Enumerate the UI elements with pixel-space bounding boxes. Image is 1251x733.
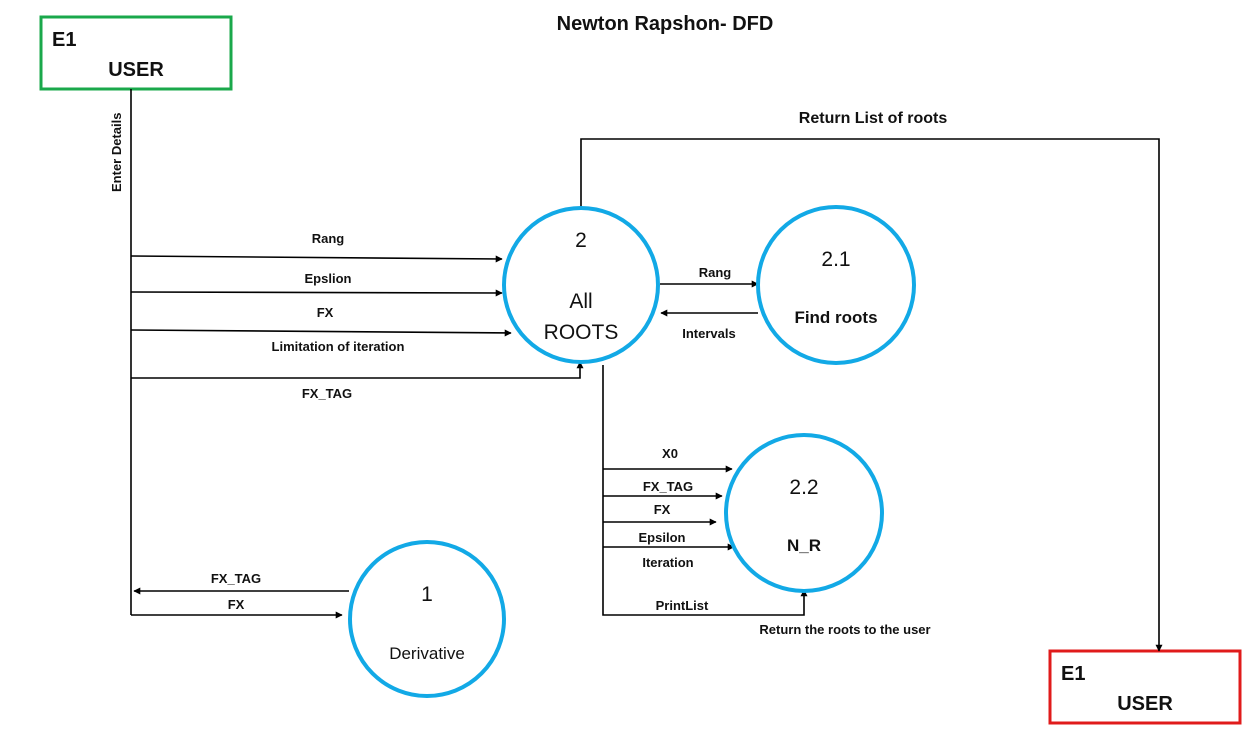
process-all-roots-number: 2 bbox=[575, 229, 587, 252]
entity-user-bottom-name: USER bbox=[1117, 693, 1173, 715]
flow-epslion bbox=[130, 289, 503, 297]
flow-return-list bbox=[580, 138, 1163, 652]
process-all-roots-name-line1: All bbox=[569, 290, 592, 313]
flow-label-x0: X0 bbox=[662, 446, 678, 461]
flow-label-nr-iteration: Iteration bbox=[642, 555, 693, 570]
diagram-title: Newton Rapshon- DFD bbox=[557, 13, 774, 35]
flow-label-limitation: Limitation of iteration bbox=[272, 339, 405, 354]
process-find-roots-name: Find roots bbox=[794, 308, 877, 327]
process-n-r-number: 2.2 bbox=[789, 476, 818, 499]
flow-label-rang-2: Rang bbox=[699, 265, 732, 280]
flow-label-nr-fx: FX bbox=[654, 502, 671, 517]
process-n-r-name: N_R bbox=[787, 536, 821, 555]
process-derivative-number: 1 bbox=[421, 583, 433, 606]
flow-label-return-roots: Return the roots to the user bbox=[759, 622, 930, 637]
flow-label-deriv-fx: FX bbox=[228, 597, 245, 612]
flow-label-rang: Rang bbox=[312, 231, 345, 246]
flow-label-printlist: PrintList bbox=[656, 598, 709, 613]
entity-user-top[interactable]: E1 USER bbox=[39, 15, 233, 91]
process-all-roots[interactable]: 2 All ROOTS bbox=[502, 206, 660, 364]
process-derivative[interactable]: 1 Derivative bbox=[348, 540, 506, 698]
flow-fx-tag bbox=[131, 361, 584, 379]
flow-rang bbox=[130, 255, 503, 263]
flow-label-deriv-fx-tag: FX_TAG bbox=[211, 571, 261, 586]
entity-user-bottom-id: E1 bbox=[1061, 663, 1085, 685]
entity-user-bottom[interactable]: E1 USER bbox=[1048, 649, 1242, 725]
process-n-r[interactable]: 2.2 N_R bbox=[724, 433, 884, 593]
flow-label-enter-details: Enter Details bbox=[109, 113, 124, 192]
entity-user-top-name: USER bbox=[108, 59, 164, 81]
flow-label-epslion: Epslion bbox=[305, 271, 352, 286]
flow-to-n-r-trunk bbox=[602, 365, 808, 616]
process-find-roots-number: 2.1 bbox=[821, 248, 850, 271]
process-find-roots[interactable]: 2.1 Find roots bbox=[756, 205, 916, 365]
process-derivative-name: Derivative bbox=[389, 644, 465, 663]
flow-label-fx-tag: FX_TAG bbox=[302, 386, 352, 401]
flow-fx-limitation bbox=[130, 329, 512, 337]
flow-label-fx: FX bbox=[317, 305, 334, 320]
flow-label-intervals: Intervals bbox=[682, 326, 735, 341]
flow-label-return-list: Return List of roots bbox=[799, 110, 948, 127]
flow-label-nr-fx-tag: FX_TAG bbox=[643, 479, 693, 494]
process-all-roots-name-line2: ROOTS bbox=[544, 321, 619, 344]
entity-user-top-id: E1 bbox=[52, 29, 76, 51]
flow-label-nr-epsilon: Epsilon bbox=[639, 530, 686, 545]
